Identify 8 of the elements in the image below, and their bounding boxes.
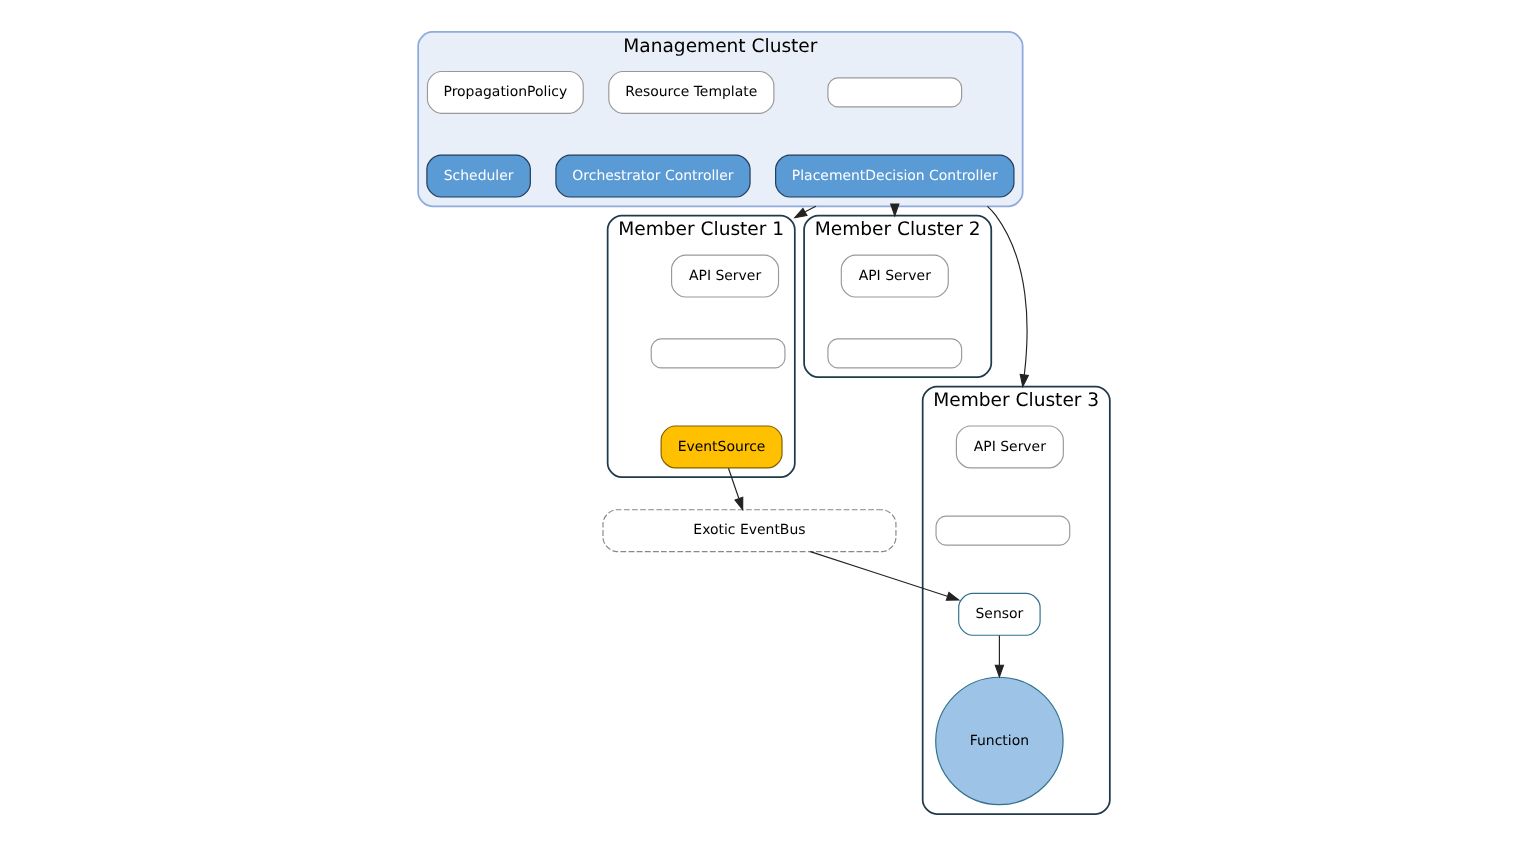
node-box	[826, 76, 962, 107]
arrow	[993, 633, 1004, 678]
arrow	[726, 466, 743, 511]
node-box	[826, 337, 962, 368]
arrow	[792, 204, 816, 218]
node-box	[649, 337, 785, 368]
arrow	[808, 550, 960, 600]
node-box	[934, 514, 1070, 545]
